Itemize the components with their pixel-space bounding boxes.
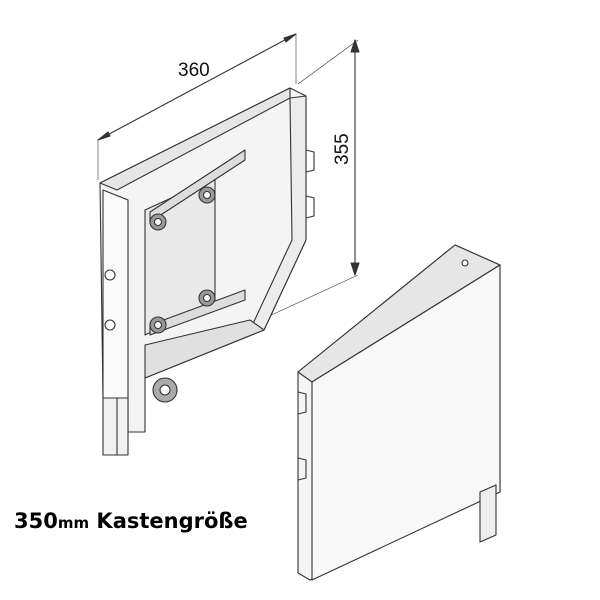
- end-cap-cover: [297, 244, 501, 581]
- width-dimension: 360: [97, 33, 297, 180]
- width-label: 360: [178, 60, 210, 81]
- caption-value: 350: [14, 509, 58, 533]
- height-label: 355: [332, 133, 353, 165]
- end-cap-frame: [99, 87, 315, 456]
- caption-unit: mm: [57, 514, 90, 532]
- caption-label: Kastengröße: [89, 509, 248, 533]
- height-dimension: 355: [264, 39, 360, 319]
- box-size-caption: 350mm Kastengröße: [14, 509, 248, 533]
